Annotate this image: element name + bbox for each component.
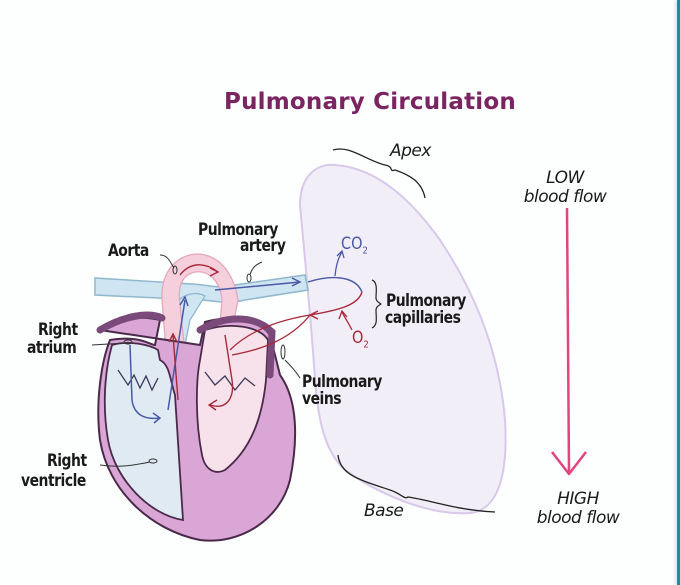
label-right-ventricle-line2: ventricle	[21, 471, 86, 491]
co2-exit-arrow	[334, 251, 343, 277]
capillary-oxy-loop	[309, 291, 363, 316]
blood-flow-arrow-shaft	[565, 207, 571, 473]
label-pulmonary-veins-line1: Pulmonary	[302, 372, 382, 392]
left-heart-chambers	[195, 325, 269, 473]
o2-entry-arrow	[341, 311, 353, 331]
label-pulmonary-artery-line2: artery	[240, 236, 286, 256]
label-right-atrium-line1: Right	[38, 320, 78, 340]
oxy-flow-left-heart	[209, 334, 234, 407]
right-atrium-pointer	[91, 342, 126, 346]
mitral-valve	[204, 371, 256, 392]
pulmonary-vein-flow-2	[231, 314, 311, 356]
label-pulmonary-veins-line2: veins	[302, 389, 342, 409]
pulmonary-artery-vessel	[94, 274, 309, 303]
capillary-deoxy-loop	[307, 276, 363, 293]
base-brace	[337, 454, 496, 513]
label-pulmonary-artery-line1: Pulmonary	[198, 220, 278, 240]
left-atrium-wall	[196, 315, 276, 379]
label-apex: Apex	[390, 141, 431, 161]
blood-flow-arrow-head	[551, 451, 587, 476]
label-co2: CO2	[341, 234, 368, 257]
deoxy-flow-artery	[214, 281, 301, 291]
label-base: Base	[364, 501, 404, 521]
tricuspid-valve	[117, 369, 159, 392]
aorta-pointer	[159, 254, 175, 269]
deoxy-flow-right-heart	[129, 344, 161, 420]
pulmonary-artery-pointer	[249, 261, 263, 276]
pulmonary-veins-pointer	[284, 359, 301, 379]
apex-brace	[332, 148, 426, 199]
pulmonary-vein-flow-1	[229, 314, 311, 351]
deoxy-flow-trunk	[167, 299, 186, 411]
right-ventricle-pointer	[99, 461, 151, 467]
oxy-flow-aorta	[172, 334, 179, 401]
label-low: LOW	[546, 168, 584, 188]
label-o2: O2	[352, 328, 369, 351]
lung-shape	[298, 163, 507, 515]
label-pulmonary-capillaries-line2: capillaries	[385, 308, 461, 328]
label-high: HIGH	[557, 489, 599, 509]
label-pulmonary-capillaries-line1: Pulmonary	[386, 291, 466, 311]
right-atrium-wall	[96, 311, 166, 334]
label-aorta: Aorta	[108, 241, 149, 261]
label-right-ventricle-line1: Right	[47, 451, 87, 471]
diagram-title: Pulmonary Circulation	[224, 89, 516, 115]
frame-right-border	[677, 0, 680, 585]
capillaries-brace	[371, 279, 382, 329]
label-low-blood-flow: blood flow	[523, 187, 607, 207]
label-right-atrium-line2: atrium	[27, 338, 77, 358]
label-high-blood-flow: blood flow	[536, 508, 620, 528]
right-heart-chambers	[103, 342, 184, 522]
